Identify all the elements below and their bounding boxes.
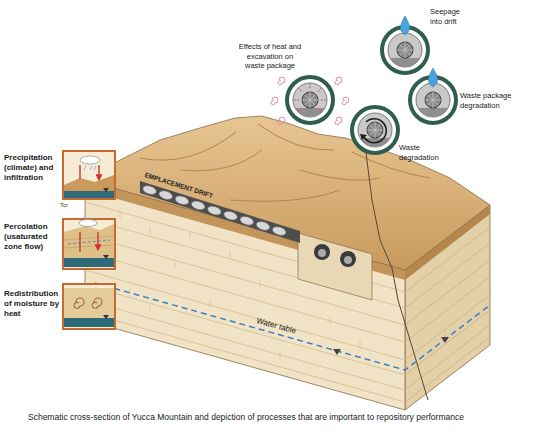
circle-outline xyxy=(352,107,398,153)
degradation-arrow xyxy=(364,119,386,143)
infiltration-arrows xyxy=(80,165,99,180)
water-table-symbol xyxy=(441,337,449,343)
water-table-symbol xyxy=(103,315,109,319)
figure-caption: Schematic cross-section of Yucca Mountai… xyxy=(28,412,543,423)
emplacement-drift-tunnel xyxy=(140,181,300,243)
circle-label: Waste degradation xyxy=(399,143,445,162)
water-table-label: Water table xyxy=(256,316,298,336)
water-table-symbol xyxy=(103,255,109,259)
circle-outline xyxy=(410,77,456,123)
water-table-symbol xyxy=(333,349,341,355)
process-circle: Seepage into drift xyxy=(380,25,430,75)
process-circle: Effects of heat and excavation on waste … xyxy=(285,75,335,125)
panel-ground xyxy=(64,288,114,318)
circle-outline xyxy=(287,77,333,123)
moisture-swirls xyxy=(74,298,102,308)
panel-groundwater xyxy=(64,318,114,327)
drift-pictogram xyxy=(293,83,327,117)
cloud xyxy=(79,220,97,227)
process-panel: Percolation (usaturated zone flow) xyxy=(62,218,116,270)
waste-package-end xyxy=(344,256,352,264)
excavation-cut-face xyxy=(298,233,372,300)
waste-package-row xyxy=(142,184,287,237)
cloud xyxy=(80,156,100,164)
waste-package xyxy=(142,184,158,196)
waste-package xyxy=(255,220,271,232)
circle-frame xyxy=(285,75,335,125)
circle-frame xyxy=(408,75,458,125)
process-panel: Redistribution of moisture by heat xyxy=(62,283,116,330)
water-table-line xyxy=(95,283,490,370)
waste-package-end xyxy=(318,249,326,257)
mountain-surface xyxy=(85,116,490,270)
process-circle: Waste package degradation xyxy=(408,75,458,125)
panel-groundwater xyxy=(64,191,114,198)
process-circle: Waste degradation xyxy=(350,105,400,155)
heat-swirls xyxy=(271,77,349,125)
drift-cross-section xyxy=(314,244,330,260)
water-drop xyxy=(400,16,409,35)
circle-label: Seepage into drift xyxy=(430,7,472,26)
circle-outline xyxy=(382,27,428,73)
drift-pictogram xyxy=(388,33,422,67)
waste-package xyxy=(206,205,222,217)
circle-frame xyxy=(350,105,400,155)
rain xyxy=(84,166,96,170)
waste-package xyxy=(223,210,239,222)
process-panel: Precipitation (climate) and infiltration xyxy=(62,150,116,200)
waste-package xyxy=(190,199,206,211)
panel-ground xyxy=(64,224,114,258)
water-drop xyxy=(428,68,437,87)
flow-line xyxy=(68,240,110,244)
panel-ground xyxy=(64,175,114,191)
panel-groundwater xyxy=(64,258,114,267)
percolation-arrows xyxy=(80,232,98,252)
heat-arrows xyxy=(293,83,327,113)
panel-label: Precipitation (climate) and infiltration xyxy=(4,153,61,183)
waste-package xyxy=(239,215,255,227)
waste-package xyxy=(271,225,287,237)
arrow-head xyxy=(360,134,367,140)
panel-label: Redistribution of moisture by heat xyxy=(4,289,61,319)
waste-package xyxy=(158,189,174,201)
drift-pictogram xyxy=(416,83,450,117)
drift-pictogram xyxy=(358,113,392,147)
panel-strata xyxy=(64,236,114,248)
circle-label: Waste package degradation xyxy=(460,91,516,110)
rock-unit-label: Tcr xyxy=(60,202,68,208)
circle-frame xyxy=(380,25,430,75)
circle-label: Effects of heat and excavation on waste … xyxy=(237,42,303,71)
water-table-symbol xyxy=(103,188,109,192)
drift-cross-section xyxy=(340,251,356,267)
waste-package xyxy=(174,194,190,206)
panel-label: Percolation (usaturated zone flow) xyxy=(4,222,61,252)
drift-label: EMPLACEMENT DRIFT xyxy=(144,171,214,199)
